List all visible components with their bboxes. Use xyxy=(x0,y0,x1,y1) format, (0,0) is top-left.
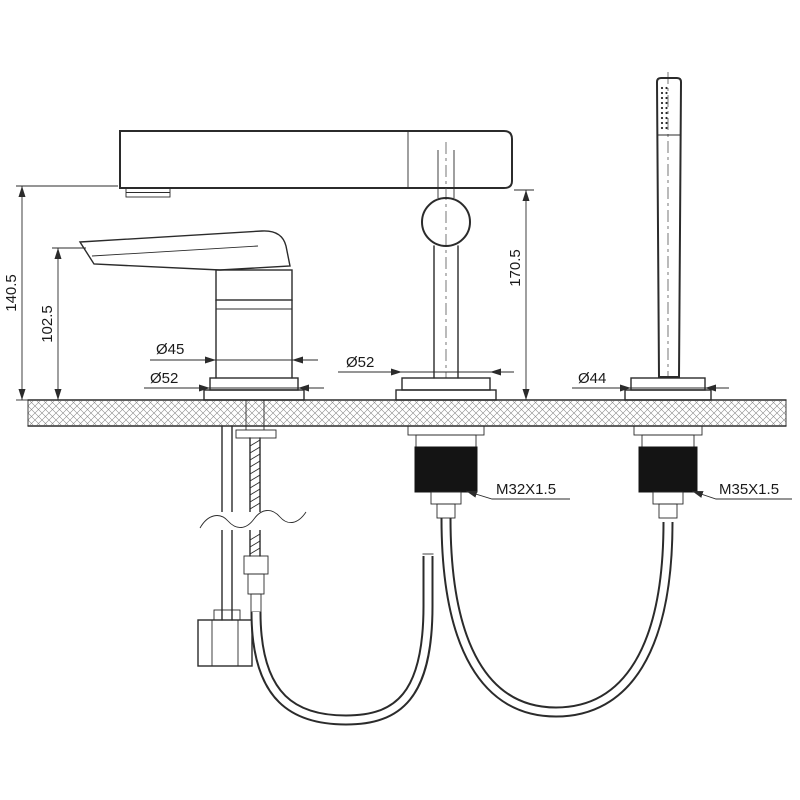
dimension-body-diameter: Ø45 xyxy=(150,341,318,364)
lever-handle xyxy=(78,230,291,271)
supply-nut xyxy=(197,609,253,667)
column-flange xyxy=(401,377,491,391)
dimension-base-diameter-right: Ø44 xyxy=(572,370,729,392)
dimension-base-diameter-left: Ø52 xyxy=(144,370,324,392)
washer-middle xyxy=(407,425,485,436)
dimension-base-diameter-middle: Ø52 xyxy=(338,354,514,376)
threaded-stud xyxy=(249,437,261,557)
shower-hose-curve xyxy=(440,517,674,718)
column-undermount xyxy=(407,425,485,519)
shower-undermount xyxy=(633,425,703,519)
dim-label-d44: Ø44 xyxy=(578,370,606,387)
thread-label-m35: M35X1.5 xyxy=(719,481,779,498)
dim-label-d45: Ø45 xyxy=(156,341,184,358)
deck-hatch xyxy=(28,401,786,425)
thread-callout-middle: M32X1.5 xyxy=(465,481,570,500)
thread-label-m32: M32X1.5 xyxy=(496,481,556,498)
aerator xyxy=(125,187,171,198)
threaded-shank-right xyxy=(638,446,698,493)
flexible-hoses xyxy=(250,517,674,726)
dimension-height-body: 102.5 xyxy=(39,247,86,400)
dim-label-140-5: 140.5 xyxy=(3,274,20,312)
dim-label-170-5: 170.5 xyxy=(507,249,524,287)
shower-wand xyxy=(655,77,683,378)
spout-bar xyxy=(119,130,513,189)
pull-ring xyxy=(421,197,471,247)
faucet-body xyxy=(203,269,305,401)
basin-mixer xyxy=(78,130,513,401)
mounting-washer-left xyxy=(235,429,277,439)
thread-callout-right: M35X1.5 xyxy=(691,481,792,500)
dimension-height-column: 170.5 xyxy=(507,189,534,400)
washer-right xyxy=(633,425,703,436)
countertop-deck xyxy=(27,399,787,427)
spray-nozzles xyxy=(660,86,668,130)
hand-shower xyxy=(624,72,712,401)
dim-label-d52-middle: Ø52 xyxy=(346,354,374,371)
hose-fitting-right xyxy=(652,491,684,505)
dim-label-d52-left: Ø52 xyxy=(150,370,178,387)
stud-connector xyxy=(243,555,269,613)
faucet-undermount xyxy=(197,400,307,667)
diverter-column xyxy=(395,142,497,401)
hose-fitting-middle xyxy=(430,491,462,505)
faucet-base xyxy=(203,389,305,401)
dimension-height-total: 140.5 xyxy=(3,185,118,401)
shower-base xyxy=(624,389,712,401)
column-base xyxy=(395,389,497,401)
break-squiggle xyxy=(199,510,307,529)
threaded-shank-middle xyxy=(414,446,478,493)
dim-label-102-5: 102.5 xyxy=(39,305,56,343)
